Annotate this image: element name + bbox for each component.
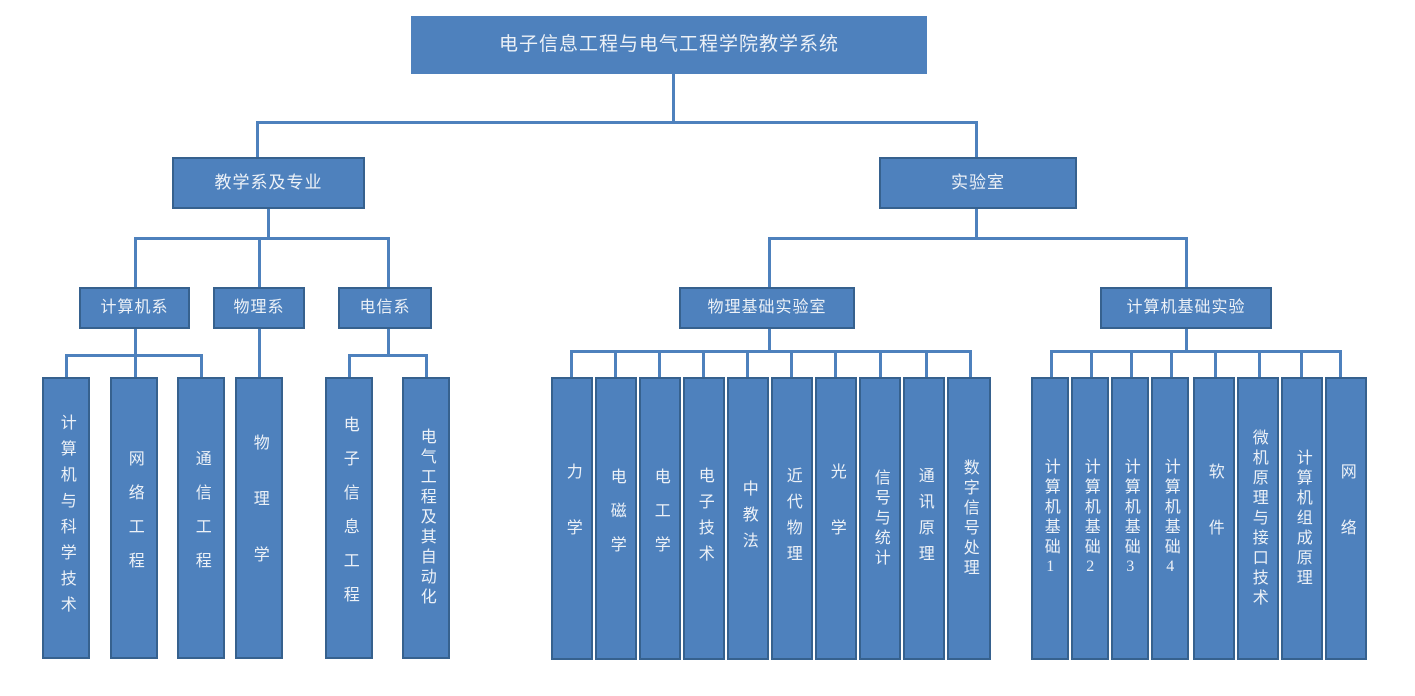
leaf-electromagnetics[interactable]: 电磁学: [595, 377, 637, 660]
node-telecom-department[interactable]: 电信系: [338, 287, 432, 329]
connector-drop-physics-lab: [768, 237, 771, 287]
connector-physics-lab-bus: [570, 350, 972, 353]
connector-drop-cs-tech: [65, 354, 68, 378]
connector-drop-network: [1339, 350, 1342, 377]
connector-lab-stem: [975, 209, 978, 239]
connector-drop-software: [1214, 350, 1217, 377]
connector-drop-network-eng: [134, 354, 137, 378]
leaf-communication-engineering[interactable]: 通信工程: [177, 377, 225, 659]
connector-drop-computer-organization: [1300, 350, 1303, 377]
connector-drop-telecom-dept: [387, 237, 390, 287]
connector-drop-computer-basics-3: [1130, 350, 1133, 377]
connector-drop-electronic-technology: [702, 350, 705, 377]
leaf-communication-principles[interactable]: 通讯原理: [903, 377, 945, 660]
node-physics-basic-lab[interactable]: 物理基础实验室: [679, 287, 855, 329]
connector-drop-electrical-auto: [425, 354, 428, 378]
connector-telecom-dept-stem: [387, 329, 390, 356]
leaf-electronic-information-engineering[interactable]: 电子信息工程: [325, 377, 373, 659]
leaf-network[interactable]: 网络: [1325, 377, 1367, 660]
connector-drop-comm-eng: [200, 354, 203, 378]
connector-drop-electromagnetics: [614, 350, 617, 377]
connector-teaching-stem: [267, 209, 270, 239]
connector-teaching-bus: [134, 237, 390, 240]
connector-drop-computer-dept: [134, 237, 137, 287]
leaf-computer-basics-3[interactable]: 计算机基础3: [1111, 377, 1149, 660]
node-root[interactable]: 电子信息工程与电气工程学院教学系统: [411, 16, 927, 74]
leaf-computer-basics-1[interactable]: 计算机基础1: [1031, 377, 1069, 660]
leaf-network-engineering[interactable]: 网络工程: [110, 377, 158, 659]
connector-drop-teaching: [256, 121, 259, 159]
connector-computer-lab-bus: [1050, 350, 1342, 353]
connector-root-stem: [672, 74, 675, 123]
connector-root-bus: [256, 121, 978, 124]
connector-drop-mechanics: [570, 350, 573, 377]
connector-drop-signal-statistics: [879, 350, 882, 377]
leaf-physics-major[interactable]: 物理学: [235, 377, 283, 659]
connector-computer-dept-stem: [134, 329, 137, 356]
leaf-cs-tech[interactable]: 计算机与科学技术: [42, 377, 90, 659]
leaf-microcomputer-principles-interface[interactable]: 微机原理与接口技术: [1237, 377, 1279, 660]
connector-lab-bus: [768, 237, 1188, 240]
connector-drop-teaching-method: [746, 350, 749, 377]
connector-drop-digital-signal-processing: [969, 350, 972, 377]
connector-drop-physics-dept: [258, 237, 261, 287]
leaf-computer-organization-principles[interactable]: 计算机组成原理: [1281, 377, 1323, 660]
connector-drop-communication-principles: [925, 350, 928, 377]
connector-physics-dept-stem: [258, 329, 261, 378]
connector-drop-optics: [834, 350, 837, 377]
leaf-modern-physics[interactable]: 近代物理: [771, 377, 813, 660]
connector-drop-electronic-info: [348, 354, 351, 378]
leaf-software[interactable]: 软件: [1193, 377, 1235, 660]
leaf-electrical-engineering-automation[interactable]: 电气工程及其自动化: [402, 377, 450, 659]
leaf-electronic-technology[interactable]: 电子技术: [683, 377, 725, 660]
connector-drop-modern-physics: [790, 350, 793, 377]
connector-drop-computer-basics-1: [1050, 350, 1053, 377]
node-teaching-departments[interactable]: 教学系及专业: [172, 157, 365, 209]
node-computer-basic-lab[interactable]: 计算机基础实验: [1100, 287, 1272, 329]
leaf-computer-basics-4[interactable]: 计算机基础4: [1151, 377, 1189, 660]
node-computer-department[interactable]: 计算机系: [79, 287, 190, 329]
node-physics-department[interactable]: 物理系: [213, 287, 305, 329]
connector-drop-microcomputer-interface: [1258, 350, 1261, 377]
connector-drop-electrical-science: [658, 350, 661, 377]
connector-computer-lab-stem: [1185, 329, 1188, 352]
leaf-digital-signal-processing[interactable]: 数字信号处理: [947, 377, 991, 660]
leaf-mechanics[interactable]: 力学: [551, 377, 593, 660]
leaf-electrical-science[interactable]: 电工学: [639, 377, 681, 660]
leaf-optics[interactable]: 光学: [815, 377, 857, 660]
connector-telecom-dept-bus: [348, 354, 428, 357]
node-laboratories[interactable]: 实验室: [879, 157, 1077, 209]
connector-physics-lab-stem: [768, 329, 771, 352]
connector-drop-computer-basics-4: [1170, 350, 1173, 377]
leaf-computer-basics-2[interactable]: 计算机基础2: [1071, 377, 1109, 660]
connector-drop-computer-basics-2: [1090, 350, 1093, 377]
leaf-signal-and-statistics[interactable]: 信号与统计: [859, 377, 901, 660]
connector-drop-lab: [975, 121, 978, 159]
leaf-middle-school-teaching-method[interactable]: 中教法: [727, 377, 769, 660]
connector-drop-computer-lab: [1185, 237, 1188, 287]
